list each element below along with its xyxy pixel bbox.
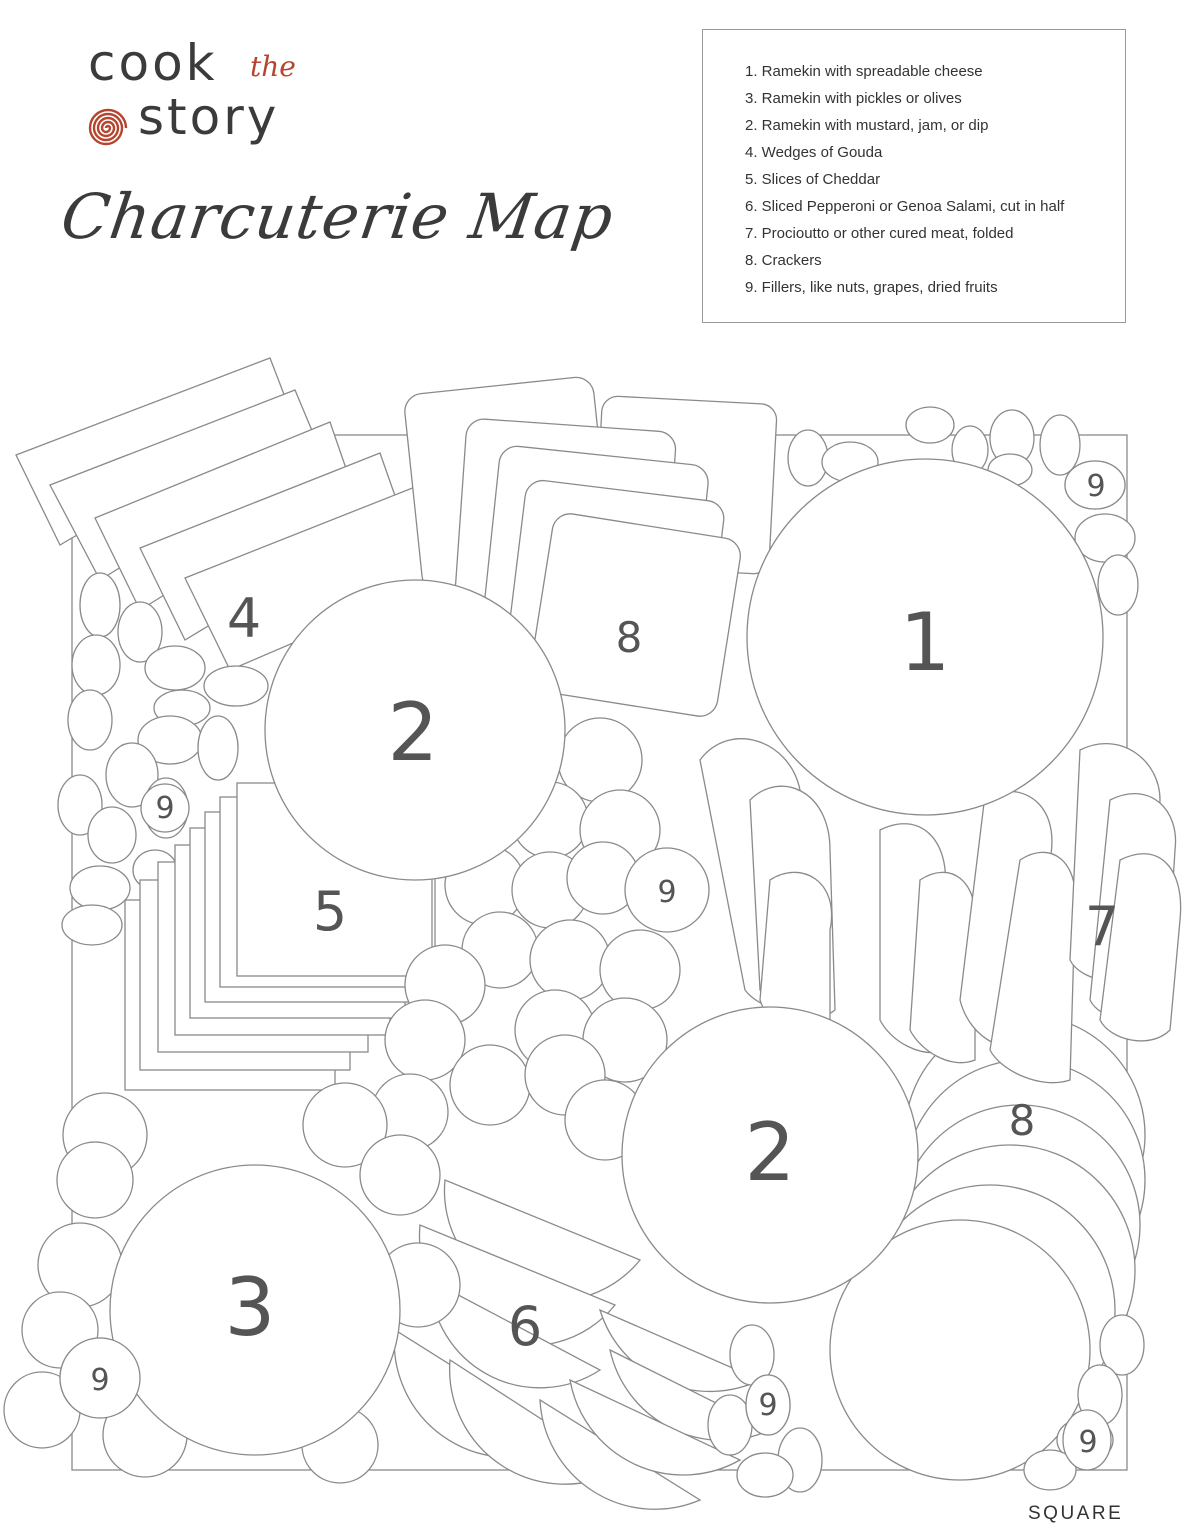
ramekin-pickles	[109, 1164, 401, 1456]
legend-item: 6. Sliced Pepperoni or Genoa Salami, cut…	[745, 198, 1065, 215]
spiral-icon	[88, 108, 128, 146]
label-crackers-top: 8	[616, 613, 643, 662]
label-gouda: 4	[227, 587, 261, 650]
ramekin-mustard-top	[264, 579, 566, 881]
label-filler-bottom-mid: 9	[758, 1388, 777, 1423]
legend-box: 1. Ramekin with spreadable cheese 3. Ram…	[702, 29, 1126, 323]
page-title: Charcuterie Map	[56, 180, 619, 253]
filler-left-oval	[140, 783, 190, 833]
label-filler-left: 9	[155, 791, 174, 826]
ramekin-mustard-bottom	[621, 1006, 919, 1304]
label-filler-bottom-left: 9	[90, 1363, 109, 1398]
legend-item: 1. Ramekin with spreadable cheese	[745, 63, 983, 80]
crackers-top	[404, 376, 778, 717]
ramekin-cheese	[746, 458, 1104, 816]
legend-item: 8. Crackers	[745, 252, 822, 269]
label-filler-center: 9	[657, 875, 676, 910]
label-filler-bottom-right: 9	[1078, 1425, 1097, 1460]
legend-item: 2. Ramekin with mustard, jam, or dip	[745, 117, 989, 134]
label-filler-top-right: 9	[1086, 469, 1105, 504]
logo-word-cook: cook	[88, 34, 218, 92]
filler-center-circle	[624, 847, 710, 933]
gouda-wedges	[15, 357, 441, 671]
logo-word-story: story	[138, 88, 280, 146]
label-crackers-right: 8	[1009, 1096, 1036, 1145]
label-salami: 6	[508, 1295, 542, 1358]
logo-word-the: the	[250, 50, 296, 83]
legend-item: 4. Wedges of Gouda	[745, 144, 883, 161]
legend-list: 1. Ramekin with spreadable cheese 3. Ram…	[703, 30, 1125, 301]
charcuterie-board-diagram: 1 2 2 3 4 5 6 7 8 8 9 9 9 9 9 9	[3, 357, 1182, 1510]
legend-item: 9. Fillers, like nuts, grapes, dried fru…	[745, 279, 998, 296]
filler-top-right-oval	[1064, 460, 1126, 510]
cook-the-story-logo: cook the story	[82, 34, 322, 170]
label-ramekin-cheese: 1	[900, 596, 951, 689]
filler-bottom-mid-oval	[745, 1374, 791, 1436]
prosciutto-folds	[699, 738, 1182, 1084]
filler-bottom-right-oval	[1062, 1409, 1112, 1471]
label-ramekin-mustard-bottom: 2	[745, 1106, 796, 1199]
crackers-right	[829, 1014, 1146, 1481]
label-ramekin-mustard-top: 2	[388, 686, 439, 779]
filler-top-right	[787, 406, 1139, 616]
legend-item: 5. Slices of Cheddar	[745, 171, 881, 188]
label-ramekin-pickles: 3	[225, 1261, 276, 1354]
label-prosciutto: 7	[1085, 895, 1119, 958]
label-cheddar: 5	[313, 880, 347, 943]
legend-item: 7. Procioutto or other cured meat, folde…	[745, 225, 1014, 242]
legend-item: 3. Ramekin with pickles or olives	[745, 90, 962, 107]
board-shape-label: SQUARE	[1028, 1503, 1124, 1524]
salami-halves	[393, 1179, 772, 1510]
filler-bottom-left-circle	[59, 1337, 141, 1419]
